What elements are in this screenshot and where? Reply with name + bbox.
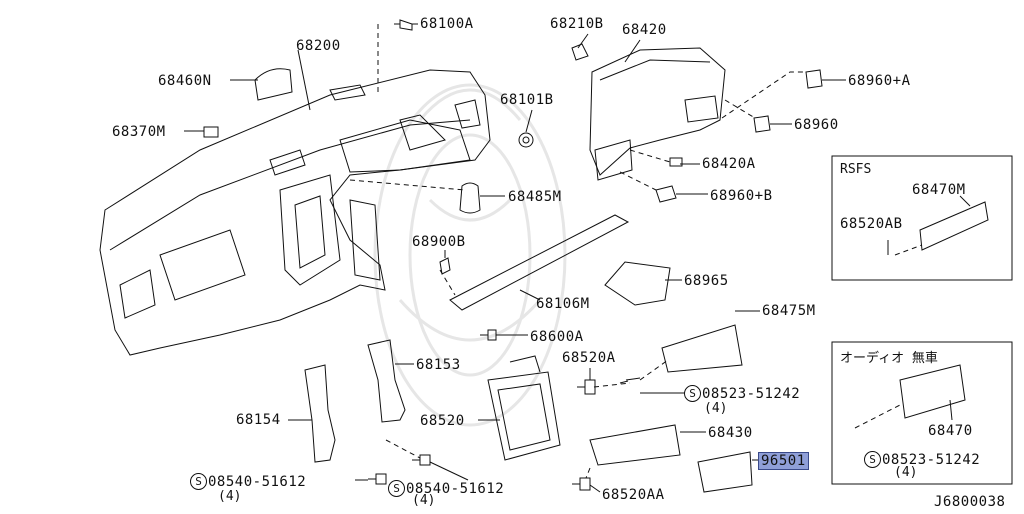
label-68485M[interactable]: 68485M xyxy=(508,189,562,205)
label-68475M[interactable]: 68475M xyxy=(762,303,816,319)
label-68960-plus-B[interactable]: 68960+B xyxy=(710,188,773,204)
label-68153[interactable]: 68153 xyxy=(416,357,461,373)
label-68200[interactable]: 68200 xyxy=(296,38,341,54)
screw-symbol-08523-b: S xyxy=(864,451,881,468)
label-68520[interactable]: 68520 xyxy=(420,413,465,429)
label-68960-plus-A[interactable]: 68960+A xyxy=(848,73,911,89)
label-68900B[interactable]: 68900B xyxy=(412,234,466,250)
qty-08540-a: (4) xyxy=(218,489,242,504)
brackets-drawing xyxy=(304,339,406,463)
label-68210B[interactable]: 68210B xyxy=(550,16,604,32)
qty-08540-b: (4) xyxy=(412,493,436,508)
label-68100A[interactable]: 68100A xyxy=(420,16,474,32)
qty-08523-a: (4) xyxy=(704,401,728,416)
label-96501-highlighted[interactable]: 96501 xyxy=(758,452,809,470)
label-68965[interactable]: 68965 xyxy=(684,273,729,289)
label-68520A[interactable]: 68520A xyxy=(562,350,616,366)
screw-symbol-08523-a: S xyxy=(684,385,701,402)
label-68600A[interactable]: 68600A xyxy=(530,329,584,345)
label-68420[interactable]: 68420 xyxy=(622,22,667,38)
label-68106M[interactable]: 68106M xyxy=(536,296,590,312)
small-parts-drawing xyxy=(203,19,823,491)
screw-symbol-08540-a: S xyxy=(190,473,207,490)
screw-symbol-08540-b: S xyxy=(388,480,405,497)
leader-lines xyxy=(184,23,971,493)
label-08523-51242-b[interactable]: 08523-51242 xyxy=(882,452,981,468)
dashboard-panel-drawing xyxy=(99,69,491,356)
label-08523-51242-a[interactable]: 08523-51242 xyxy=(702,386,801,402)
label-68154[interactable]: 68154 xyxy=(236,412,281,428)
label-68960[interactable]: 68960 xyxy=(794,117,839,133)
inset-box-audio xyxy=(831,341,1013,485)
label-68430[interactable]: 68430 xyxy=(708,425,753,441)
inset-title-rsfs: RSFS xyxy=(840,162,872,177)
label-68470[interactable]: 68470 xyxy=(928,423,973,439)
cluster-hood-drawing xyxy=(589,47,726,181)
assembly-dashed-lines xyxy=(349,24,923,479)
label-68520AA[interactable]: 68520AA xyxy=(602,487,665,503)
inset-box-rsfs xyxy=(831,155,1013,281)
bars-and-pockets-drawing xyxy=(449,201,989,493)
qty-08523-b: (4) xyxy=(894,465,918,480)
frame-drawing xyxy=(487,355,561,461)
label-08540-51612-a[interactable]: 08540-51612 xyxy=(208,474,307,490)
label-68460N[interactable]: 68460N xyxy=(158,73,212,89)
label-68520AB[interactable]: 68520AB xyxy=(840,216,903,232)
label-68420A[interactable]: 68420A xyxy=(702,156,756,172)
label-68470M[interactable]: 68470M xyxy=(912,182,966,198)
label-68370M[interactable]: 68370M xyxy=(112,124,166,140)
label-68101B[interactable]: 68101B xyxy=(500,92,554,108)
inset-title-audio: オーディオ 無車 xyxy=(840,351,938,366)
label-08540-51612-b[interactable]: 08540-51612 xyxy=(406,481,505,497)
diagram-code: J6800038 xyxy=(934,494,1006,510)
